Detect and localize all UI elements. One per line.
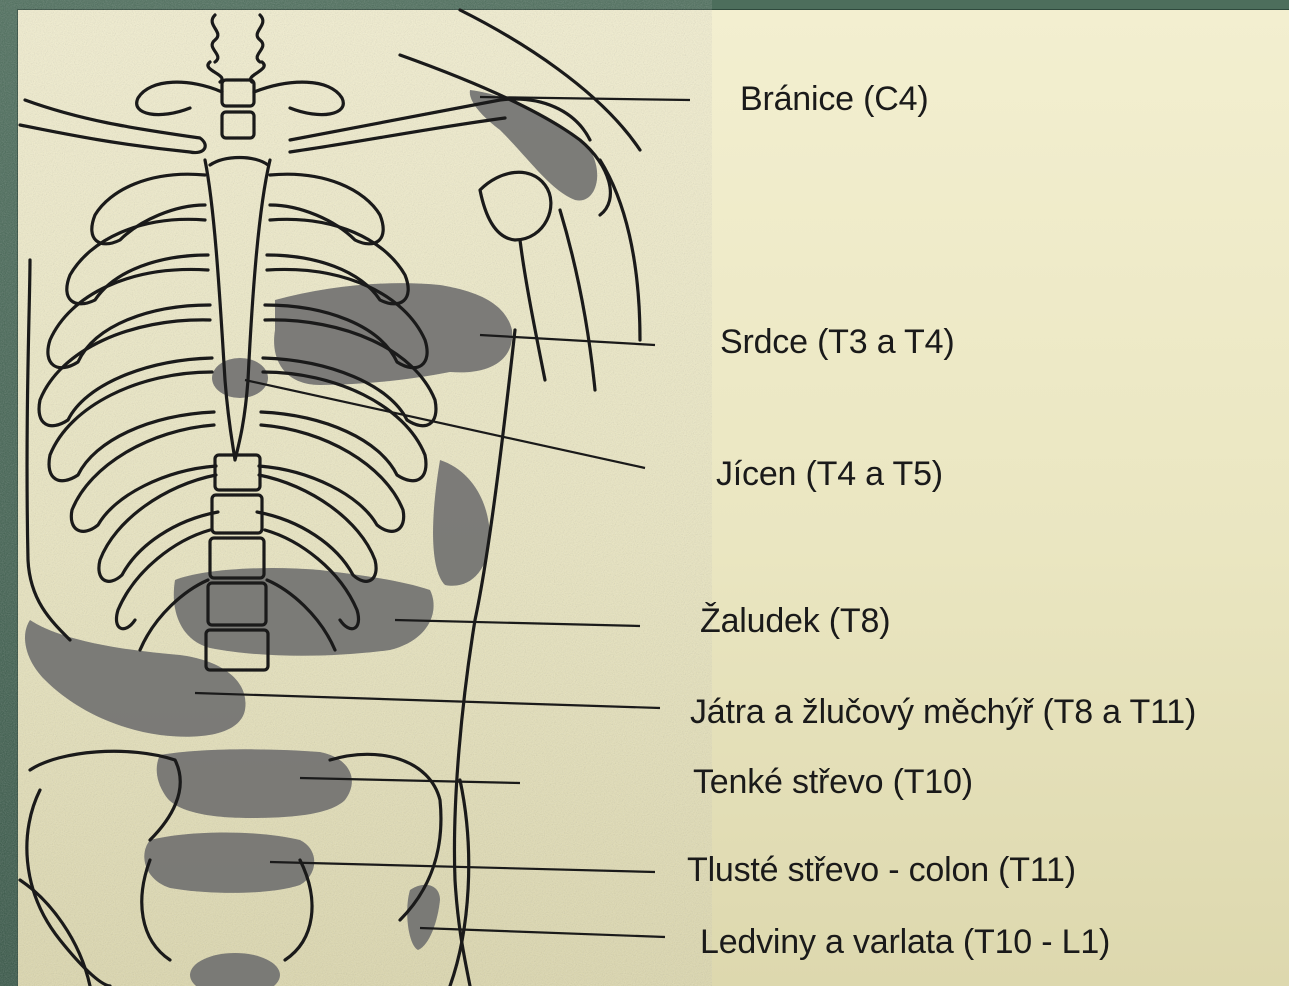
leader-zaludek [395,620,640,626]
label-srdce: Srdce (T3 a T4) [720,325,954,359]
zone-stomach [174,568,434,656]
zone-kidney [407,885,440,950]
leader-ledviny [420,928,665,937]
zone-esophagus [212,358,268,398]
leader-tluste [270,862,655,872]
leader-jicen [245,380,645,468]
label-jicen: Jícen (T4 a T5) [716,457,943,491]
label-zaludek: Žaludek (T8) [700,604,890,638]
label-tenke: Tenké střevo (T10) [693,765,973,799]
leader-jatra [195,693,660,708]
zone-heart [274,283,512,385]
label-jatra: Játra a žlučový měchýř (T8 a T11) [690,695,1196,729]
label-tluste: Tlusté střevo - colon (T11) [687,853,1076,887]
label-ledviny: Ledviny a varlata (T10 - L1) [700,925,1110,959]
zone-right-flank [433,460,490,586]
zone-small-intestine [157,749,352,818]
label-branice: Bránice (C4) [740,82,928,116]
zone-testis [190,953,280,986]
